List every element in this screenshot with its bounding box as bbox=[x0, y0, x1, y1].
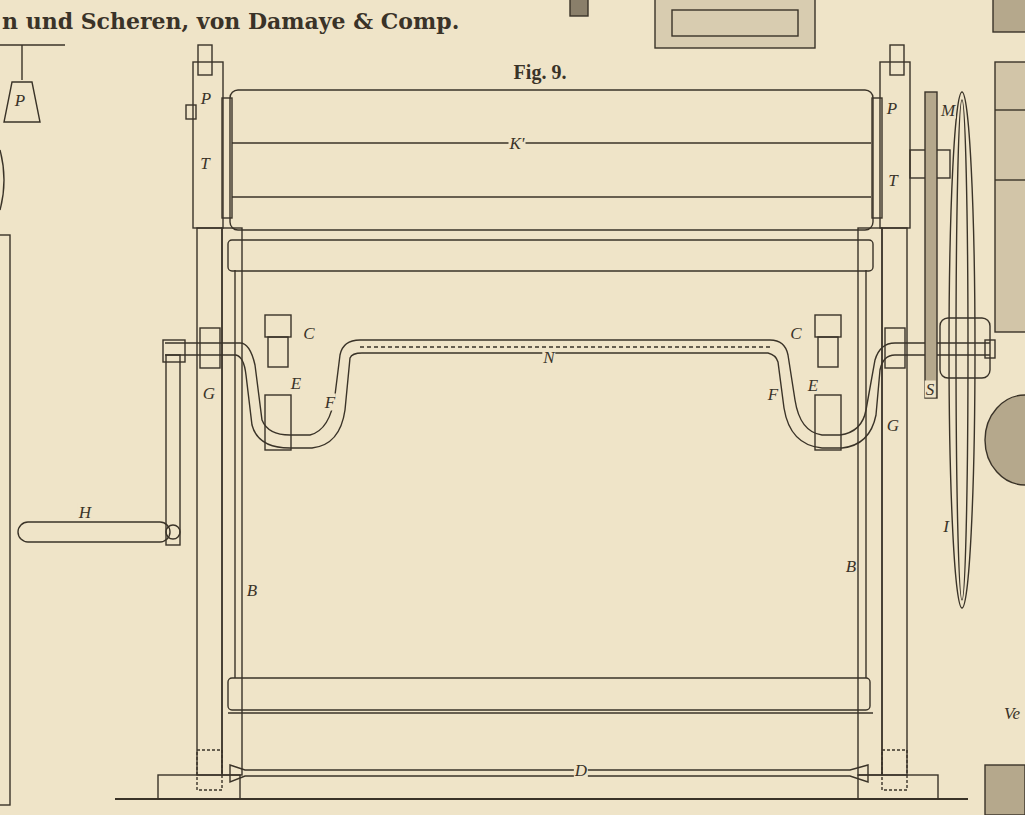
part-label: F bbox=[324, 394, 336, 411]
part-label: B bbox=[246, 582, 258, 599]
part-label: P bbox=[14, 92, 26, 109]
part-label: C bbox=[789, 325, 802, 342]
part-label: Ve bbox=[1003, 705, 1021, 722]
plate-header: n und Scheren, von Damaye & Comp. bbox=[2, 10, 459, 32]
part-label: S bbox=[925, 381, 936, 398]
part-label: P bbox=[886, 100, 898, 117]
part-label: T bbox=[199, 155, 210, 172]
part-label: F bbox=[767, 386, 779, 403]
part-label: M bbox=[940, 102, 956, 119]
part-label: K' bbox=[509, 135, 526, 152]
part-label: G bbox=[202, 385, 216, 402]
part-label: G bbox=[886, 417, 900, 434]
part-label: E bbox=[290, 375, 302, 392]
part-label: H bbox=[78, 504, 92, 521]
part-label: C bbox=[302, 325, 315, 342]
part-label: B bbox=[845, 558, 857, 575]
part-label: I bbox=[942, 518, 950, 535]
figure-title: Fig. 9. bbox=[514, 62, 567, 82]
part-label: T bbox=[887, 172, 898, 189]
part-label: E bbox=[807, 377, 819, 394]
part-label: D bbox=[574, 762, 588, 779]
part-label: N bbox=[542, 349, 555, 366]
part-label: P bbox=[200, 90, 212, 107]
